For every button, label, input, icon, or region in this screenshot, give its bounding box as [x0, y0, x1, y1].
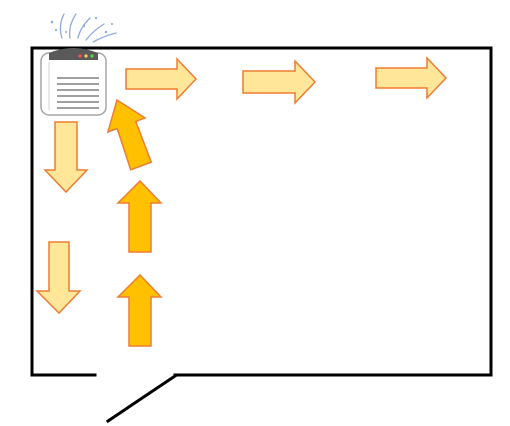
arrow-up-2: [116, 179, 163, 253]
room-walls: [30, 46, 493, 424]
arrow-up-left: [106, 98, 153, 171]
arrow-up-1: [116, 273, 163, 347]
arrow-right-2: [242, 59, 317, 105]
air-purifier-icon: [40, 13, 117, 116]
airflow-arrows: [35, 56, 448, 347]
arrow-down-2: [35, 241, 82, 315]
device-top: [49, 48, 98, 60]
airflow-dots: [50, 16, 113, 34]
vent-lines: [57, 77, 99, 109]
arrow-right-3: [375, 56, 448, 100]
door-leaf: [105, 373, 178, 424]
indicator-light-yellow: [84, 54, 88, 58]
indicator-light-red: [78, 54, 82, 58]
wall-outline: [30, 46, 493, 377]
indicator-light-green: [90, 54, 94, 58]
arrow-down-1: [43, 121, 89, 194]
arrow-right-1: [125, 57, 198, 101]
airflow-lines: [59, 13, 117, 43]
